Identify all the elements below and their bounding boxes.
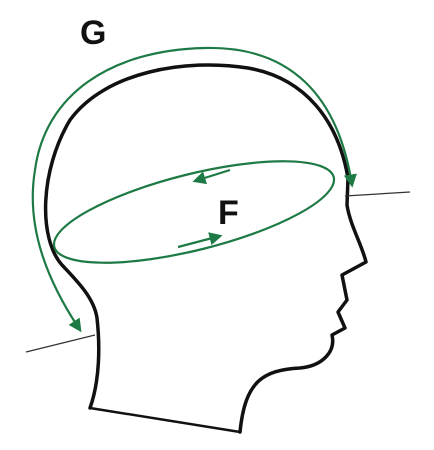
reference-line-forehead	[344, 191, 411, 197]
measurement-f-ellipse	[52, 160, 336, 264]
measurement-f-arrow-lower	[177, 232, 223, 249]
label-f: F	[218, 194, 239, 232]
reference-line-nape	[25, 334, 96, 353]
measurement-g-arc	[31, 46, 357, 333]
measurement-f-arrow-upper	[192, 168, 231, 185]
neck-base-line	[89, 406, 241, 434]
label-g: G	[80, 14, 106, 52]
